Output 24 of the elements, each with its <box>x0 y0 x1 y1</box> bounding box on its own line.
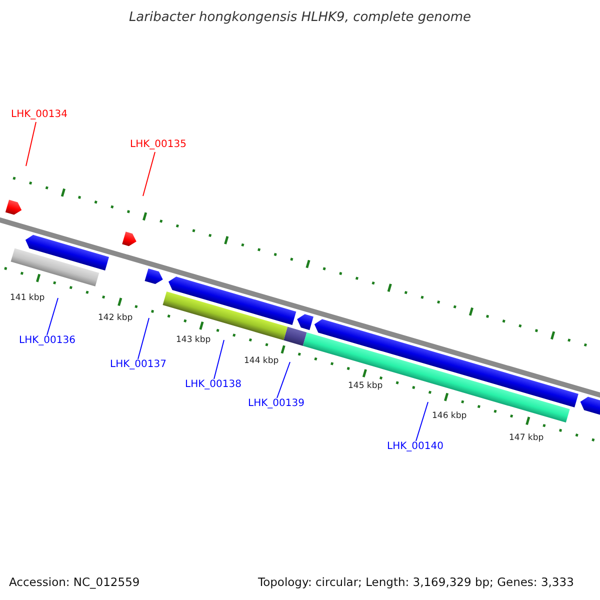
leader-line <box>214 340 224 380</box>
leader-line <box>138 318 150 360</box>
scale-label: 142 kbp <box>98 312 133 324</box>
leader-line <box>46 298 58 336</box>
gene-label: LHK_00138 <box>185 379 242 391</box>
gene-label: LHK_00134 <box>11 109 68 121</box>
scale-label: 146 kbp <box>432 410 467 422</box>
scale-label: 141 kbp <box>10 292 45 304</box>
gene-label: LHK_00136 <box>19 335 76 347</box>
scale-label: 144 kbp <box>244 355 279 367</box>
leader-line <box>416 402 428 442</box>
footer-text: Topology: circular; Length: 3,169,329 bp; Genes: 3,333 <box>258 575 574 590</box>
scale-label: 147 kbp <box>509 432 544 444</box>
diagram-title: Laribacter hongkongensis HLHK9, complete genome <box>128 10 472 26</box>
leader-line <box>26 122 36 166</box>
scale-label: 145 kbp <box>348 380 383 392</box>
scale-label: 143 kbp <box>176 334 211 346</box>
gene-label: LHK_00135 <box>130 139 186 151</box>
gene-label: LHK_00139 <box>248 398 304 410</box>
leader-line <box>276 362 290 398</box>
footer-text: Accession: NC_012559 <box>9 575 140 590</box>
gene-label: LHK_00140 <box>387 441 444 453</box>
gene-label: LHK_00137 <box>110 359 166 371</box>
leader-line <box>142 152 156 196</box>
